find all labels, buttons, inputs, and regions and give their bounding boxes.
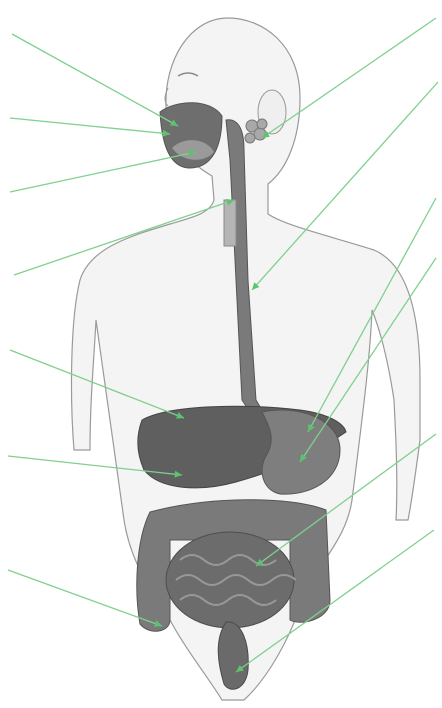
small-intestine-shape <box>166 532 294 628</box>
leader-line-tongue <box>10 118 170 134</box>
leader-line-mouth <box>12 34 178 126</box>
leader-line-teeth <box>10 152 196 192</box>
trachea <box>224 200 236 246</box>
